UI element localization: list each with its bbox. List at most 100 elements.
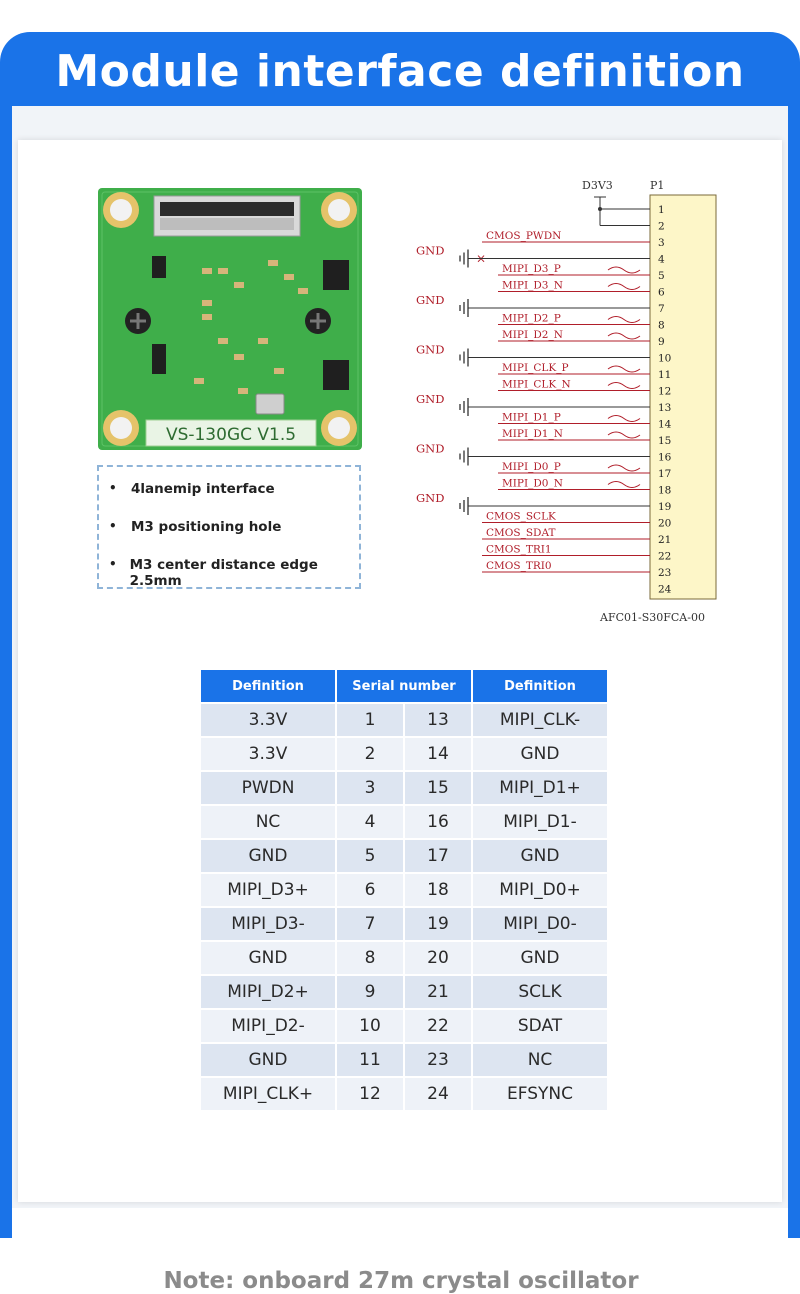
frame-right-border: [788, 92, 800, 1238]
gnd-label: GND: [416, 442, 444, 456]
signal-label: MIPI_D1_P: [502, 412, 561, 424]
gnd-label: GND: [416, 293, 444, 307]
crystal-x1: [255, 393, 285, 415]
pin-definition-cell: GND: [473, 942, 607, 974]
pin-number-cell: 5: [337, 840, 403, 872]
signal-label: MIPI_CLK_P: [502, 362, 569, 374]
pin-number-cell: 21: [405, 976, 471, 1008]
diff-pair-icon: [607, 365, 641, 373]
pin-number: 13: [658, 402, 671, 414]
pin-number: 3: [658, 237, 665, 249]
pin-number: 24: [658, 584, 672, 596]
pin-number: 18: [658, 485, 671, 497]
pin-number: 23: [658, 567, 671, 579]
pin-number-cell: 6: [337, 874, 403, 906]
pin-number: 16: [658, 452, 672, 464]
signal-label: CMOS_TRI1: [486, 544, 552, 556]
pin-number-cell: 11: [337, 1044, 403, 1076]
features-box: •4lanemip interface •M3 positioning hole…: [97, 465, 361, 589]
diff-pair-icon: [607, 316, 641, 323]
pin-number-cell: 4: [337, 806, 403, 838]
diff-pair-icon: [607, 266, 641, 274]
pin-definition-cell: 3.3V: [201, 738, 335, 770]
table-header-definition: Definition: [473, 670, 607, 702]
pin-number: 21: [658, 534, 671, 546]
diff-pair-icon: [607, 431, 641, 439]
pin-number: 2: [658, 221, 665, 233]
pin-number-cell: 2: [337, 738, 403, 770]
passive-components: [194, 260, 308, 394]
pin-number: 8: [658, 320, 665, 332]
pin-definition-cell: NC: [473, 1044, 607, 1076]
pin-number-cell: 7: [337, 908, 403, 940]
gnd-label: GND: [416, 244, 444, 258]
pin-number-cell: 20: [405, 942, 471, 974]
pin-definition-cell: 3.3V: [201, 704, 335, 736]
pin-definition-cell: PWDN: [201, 772, 335, 804]
feature-item: •M3 positioning hole: [109, 519, 282, 535]
pin-number-cell: 18: [405, 874, 471, 906]
pin-number: 1: [658, 204, 665, 216]
feature-item: •4lanemip interface: [109, 481, 275, 497]
connector-body: [649, 194, 717, 600]
connector-schematic: D3V3 P1 AFC01-S30FCA-00 1234567891011121…: [416, 179, 717, 624]
pin-number-cell: 23: [405, 1044, 471, 1076]
mounting-hole: [103, 410, 139, 446]
connector-ref: P1: [650, 179, 664, 192]
feature-item: •M3 center distance edge 2.5mm: [109, 557, 318, 589]
pin-number-cell: 1: [337, 704, 403, 736]
pcb-board-image: VS-130GC V1.5: [98, 188, 362, 450]
signal-label: CMOS_TRI0: [486, 560, 552, 572]
pin-definition-cell: SDAT: [473, 1010, 607, 1042]
pin-number: 15: [658, 435, 671, 447]
mounting-hole: [103, 192, 139, 228]
signal-label: MIPI_D3_P: [502, 263, 561, 275]
signal-label: CMOS_SCLK: [486, 511, 556, 523]
pin-definition-cell: MIPI_CLK-: [473, 704, 607, 736]
pin-number-cell: 14: [405, 738, 471, 770]
table-header-serial-number: Serial number: [337, 670, 471, 702]
pin-number-cell: 16: [405, 806, 471, 838]
pin-number: 10: [658, 353, 671, 365]
pin-number: 12: [658, 386, 671, 398]
pin-definition-cell: GND: [473, 738, 607, 770]
pin-definition-cell: MIPI_D2-: [201, 1010, 335, 1042]
mounting-hole: [321, 192, 357, 228]
pin-definition-cell: MIPI_D1-: [473, 806, 607, 838]
pin-number: 17: [658, 468, 671, 480]
pin-definition-cell: GND: [201, 1044, 335, 1076]
pin-number-cell: 12: [337, 1078, 403, 1110]
diff-pair-icon: [607, 464, 641, 472]
diff-pair-icon: [607, 481, 641, 488]
connector-part-number: AFC01-S30FCA-00: [599, 611, 705, 624]
pin-definition-cell: GND: [201, 942, 335, 974]
pin-number: 7: [658, 303, 665, 315]
pin-number: 14: [658, 419, 672, 431]
table-header-definition: Definition: [201, 670, 335, 702]
pin-definition-cell: SCLK: [473, 976, 607, 1008]
pin-definition-cell: EFSYNC: [473, 1078, 607, 1110]
pin-definition-cell: MIPI_D3-: [201, 908, 335, 940]
pin-number-cell: 9: [337, 976, 403, 1008]
gnd-label: GND: [416, 343, 444, 357]
signal-label: MIPI_D2_P: [502, 313, 561, 325]
fpc-connector: [153, 195, 301, 237]
pin-definition-cell: MIPI_CLK+: [201, 1078, 335, 1110]
bottom-strip: [12, 1208, 788, 1238]
gnd-label: GND: [416, 392, 444, 406]
junction-dot: [598, 207, 602, 211]
pin-definition-cell: MIPI_D3+: [201, 874, 335, 906]
pin-definition-cell: NC: [201, 806, 335, 838]
signal-label: MIPI_D2_N: [502, 329, 563, 341]
signal-label: MIPI_D0_P: [502, 461, 561, 473]
crystal-note: Note: onboard 27m crystal oscillator: [163, 1268, 639, 1294]
pin-definition-cell: MIPI_D0+: [473, 874, 607, 906]
